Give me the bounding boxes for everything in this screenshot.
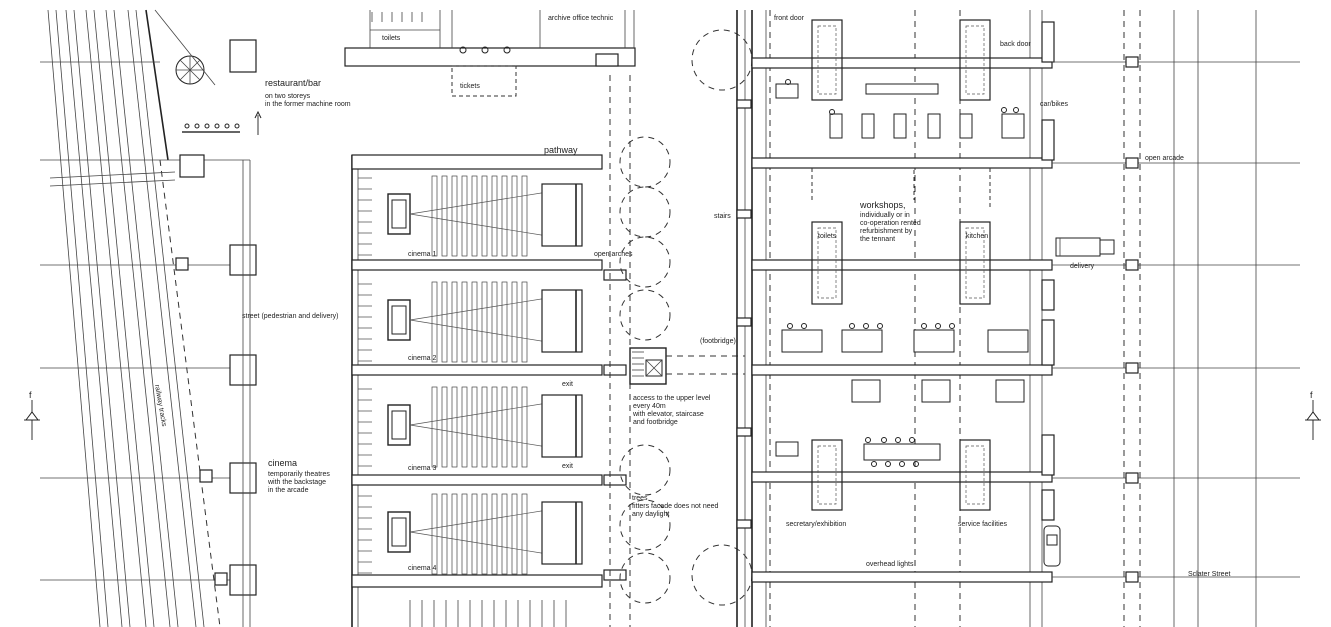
cinema-line1: temporarily theatres: [268, 471, 330, 478]
cinema-title: cinema: [268, 458, 297, 468]
workshops-line1: individually or in: [860, 212, 910, 219]
bottom-seating-rows: [409, 600, 567, 627]
overhead-label: overhead lights: [866, 561, 914, 568]
cinema-room-2: [358, 281, 583, 363]
access-line1: access to the upper level: [633, 395, 711, 402]
grid-lines-left: [40, 61, 250, 581]
toilets2-label: toilets: [818, 233, 837, 240]
cinema-line3: in the arcade: [268, 487, 309, 494]
car-icon: [1043, 525, 1061, 567]
delivery-truck-icon: [1055, 237, 1115, 257]
workshops-title: workshops,: [859, 200, 906, 210]
cinema2-label: cinema 2: [408, 355, 437, 362]
access-line4: and footbridge: [633, 419, 678, 426]
cinema-room-1: [358, 175, 583, 257]
access-line3: with elevator, staircase: [632, 411, 704, 418]
restaurant-seating: [182, 110, 262, 135]
front-door-label: front door: [774, 15, 805, 22]
section-label-left: f: [29, 390, 32, 400]
workshops-line4: the tennant: [860, 236, 895, 243]
workshop-furniture: [775, 19, 1029, 511]
exit-label-1: exit: [562, 381, 573, 388]
cinema3-label: cinema 3: [408, 465, 437, 472]
section-marker-left: [24, 400, 40, 440]
stairs-label: stairs: [714, 213, 731, 220]
footbridge-label: (footbridge): [700, 338, 736, 345]
open-arcade-label: open arcade: [1145, 155, 1184, 162]
cinema-rooms: [358, 175, 583, 575]
arcade-right: [1052, 10, 1300, 627]
sclater-street-label: Sclater Street: [1188, 571, 1230, 578]
cinema-room-4: [358, 493, 583, 575]
open-arches-label: open arches: [594, 251, 633, 258]
delivery-label: delivery: [1070, 263, 1095, 270]
tickets-label: tickets: [460, 83, 480, 90]
trees-line3: any daylight: [632, 511, 669, 518]
cinema-room-3: [358, 386, 583, 468]
exit-label-2: exit: [562, 463, 573, 470]
piers-left: [175, 39, 257, 627]
access-line2: every 40m: [633, 403, 666, 410]
cinema4-label: cinema 4: [408, 565, 437, 572]
carbikes-label: car/bikes: [1040, 101, 1069, 108]
workshops-line2: co-operation rented: [860, 220, 921, 227]
cinema-line2: with the backstage: [267, 479, 326, 486]
trees-and-walkway: [609, 29, 753, 627]
secretary-label: secretary/exhibition: [786, 521, 846, 528]
toilets-label: toilets: [382, 35, 401, 42]
street-label: street (pedestrian and delivery): [242, 313, 339, 320]
workshops-line3: refurbishment by: [860, 228, 913, 235]
pathway-label: pathway: [544, 145, 578, 155]
kitchen-label: kitchen: [966, 233, 988, 240]
top-service-block: [344, 10, 636, 97]
restaurant-title: restaurant/bar: [265, 78, 321, 88]
restaurant-line2: in the former machine room: [265, 101, 351, 108]
archive-label: archive office technic: [548, 15, 614, 22]
back-door-label: back door: [1000, 41, 1031, 48]
spiral-staircase-icon: [154, 9, 216, 86]
restaurant-line1: on two storeys: [265, 93, 311, 100]
section-label-right: f: [1310, 390, 1313, 400]
cinema1-label: cinema 1: [408, 251, 437, 258]
railway-tracks-lines: [47, 9, 221, 627]
cinemas-block: [351, 154, 627, 627]
service-label: service facilities: [958, 521, 1008, 528]
workshops-structure: [736, 10, 1055, 627]
elevator-staircase-icon: [629, 347, 745, 385]
trees-line2: fitters facade does not need: [632, 503, 718, 510]
trees-line1: trees: [632, 495, 648, 502]
section-marker-right: [1305, 400, 1321, 440]
